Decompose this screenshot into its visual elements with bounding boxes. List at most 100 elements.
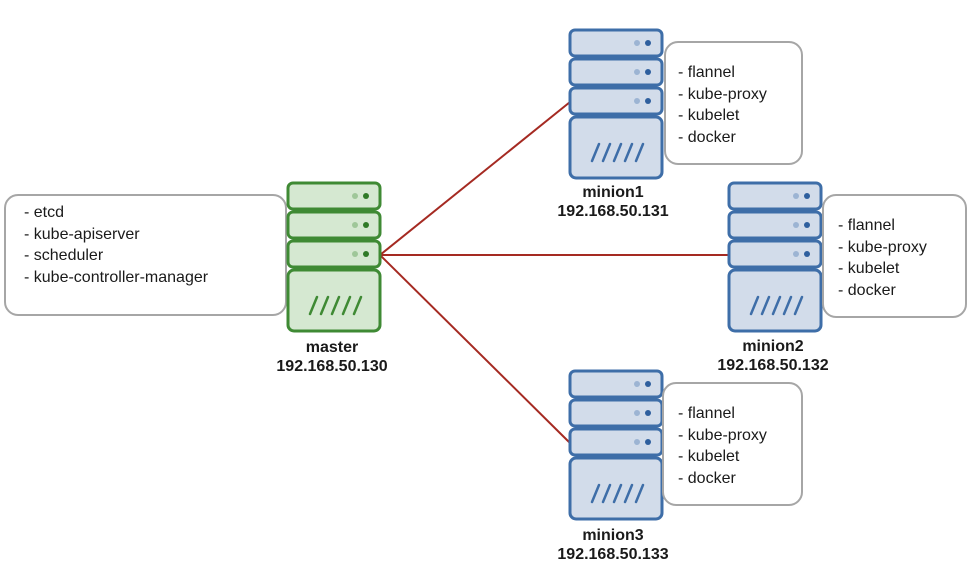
status-light-on [363,193,369,199]
server-base [568,456,664,521]
status-light-dim [352,193,358,199]
vent-slash [634,142,645,163]
service-item: - kube-proxy [678,426,767,444]
status-light-on [363,222,369,228]
vent-slash [330,295,341,316]
node-ip: 192.168.50.133 [557,546,669,563]
status-light-dim [634,381,640,387]
master-label: master 192.168.50.130 [276,338,387,376]
link-master-minion1 [379,101,571,256]
minion2-label: minion2 192.168.50.132 [717,337,828,375]
server-unit [568,57,664,87]
link-master-minion3 [379,254,571,444]
vent-slash [760,295,771,316]
master-services-box: - etcd - kube-apiserver - scheduler - ku… [4,194,287,316]
service-item: - kube-controller-manager [24,268,209,286]
vent-slash [612,142,623,163]
status-light-dim [634,69,640,75]
node-name: minion2 [742,338,804,355]
node-name: minion3 [582,527,644,544]
vent-slash [623,142,634,163]
service-item: - docker [678,128,736,146]
server-unit [727,210,823,240]
status-light-on [804,222,810,228]
minion1-services-box: - flannel - kube-proxy - kubelet - docke… [664,41,803,165]
status-light-dim [634,410,640,416]
status-light-on [645,40,651,46]
vent-slash [352,295,363,316]
node-name: master [305,339,359,356]
service-item: - flannel [678,64,735,81]
service-item: - docker [678,469,736,487]
minion1-label: minion1 192.168.50.131 [557,183,668,221]
master-server-icon [286,181,382,333]
vent-slash [782,295,793,316]
minion3-server-icon [568,369,664,521]
server-unit [568,28,664,58]
status-light-on [804,193,810,199]
vent-slash [612,483,623,504]
node-ip: 192.168.50.132 [717,357,829,374]
service-item: - flannel [838,217,895,234]
service-item: - kube-apiserver [24,225,140,243]
vent-slash [634,483,645,504]
status-light-dim [634,40,640,46]
minion3-services-list: - flannel - kube-proxy - kubelet - docke… [678,403,801,489]
vent-slash [341,295,352,316]
status-light-dim [352,222,358,228]
server-base [727,268,823,333]
vent-slash [749,295,760,316]
vent-slash [601,142,612,163]
server-base [286,268,382,333]
node-name: minion1 [582,184,644,201]
node-ip: 192.168.50.130 [276,358,388,375]
vent-slash [793,295,804,316]
service-item: - scheduler [24,247,104,264]
status-light-on [645,69,651,75]
vent-slash [319,295,330,316]
minion1-services-list: - flannel - kube-proxy - kubelet - docke… [678,62,801,148]
status-light-dim [793,222,799,228]
service-item: - kubelet [678,448,740,465]
vent-slash [308,295,319,316]
vent-slash [590,483,601,504]
minion2-server-icon [727,181,823,333]
server-unit [286,210,382,240]
service-item: - kube-proxy [838,238,927,256]
server-unit [727,239,823,269]
status-light-on [363,251,369,257]
service-item: - flannel [678,405,735,422]
server-unit [286,239,382,269]
status-light-dim [352,251,358,257]
node-ip: 192.168.50.131 [557,203,669,220]
status-light-dim [634,98,640,104]
service-item: - docker [838,281,896,299]
vent-slash [601,483,612,504]
status-light-on [645,381,651,387]
master-services-list: - etcd - kube-apiserver - scheduler - ku… [24,202,285,288]
status-light-on [645,98,651,104]
service-item: - kubelet [838,260,900,277]
status-light-on [645,410,651,416]
minion1-server-icon [568,28,664,180]
status-light-dim [793,193,799,199]
service-item: - kube-proxy [678,85,767,103]
vent-slash [771,295,782,316]
vent-slash [623,483,634,504]
minion3-services-box: - flannel - kube-proxy - kubelet - docke… [662,382,803,506]
server-unit [286,181,382,211]
minion2-services-list: - flannel - kube-proxy - kubelet - docke… [838,215,965,301]
server-unit [727,181,823,211]
status-light-on [804,251,810,257]
server-unit [568,86,664,116]
status-light-dim [793,251,799,257]
vent-slash [590,142,601,163]
minion3-label: minion3 192.168.50.133 [557,526,668,564]
minion2-services-box: - flannel - kube-proxy - kubelet - docke… [822,194,967,318]
status-light-on [645,439,651,445]
server-unit [568,369,664,399]
server-base [568,115,664,180]
service-item: - kubelet [678,107,740,124]
